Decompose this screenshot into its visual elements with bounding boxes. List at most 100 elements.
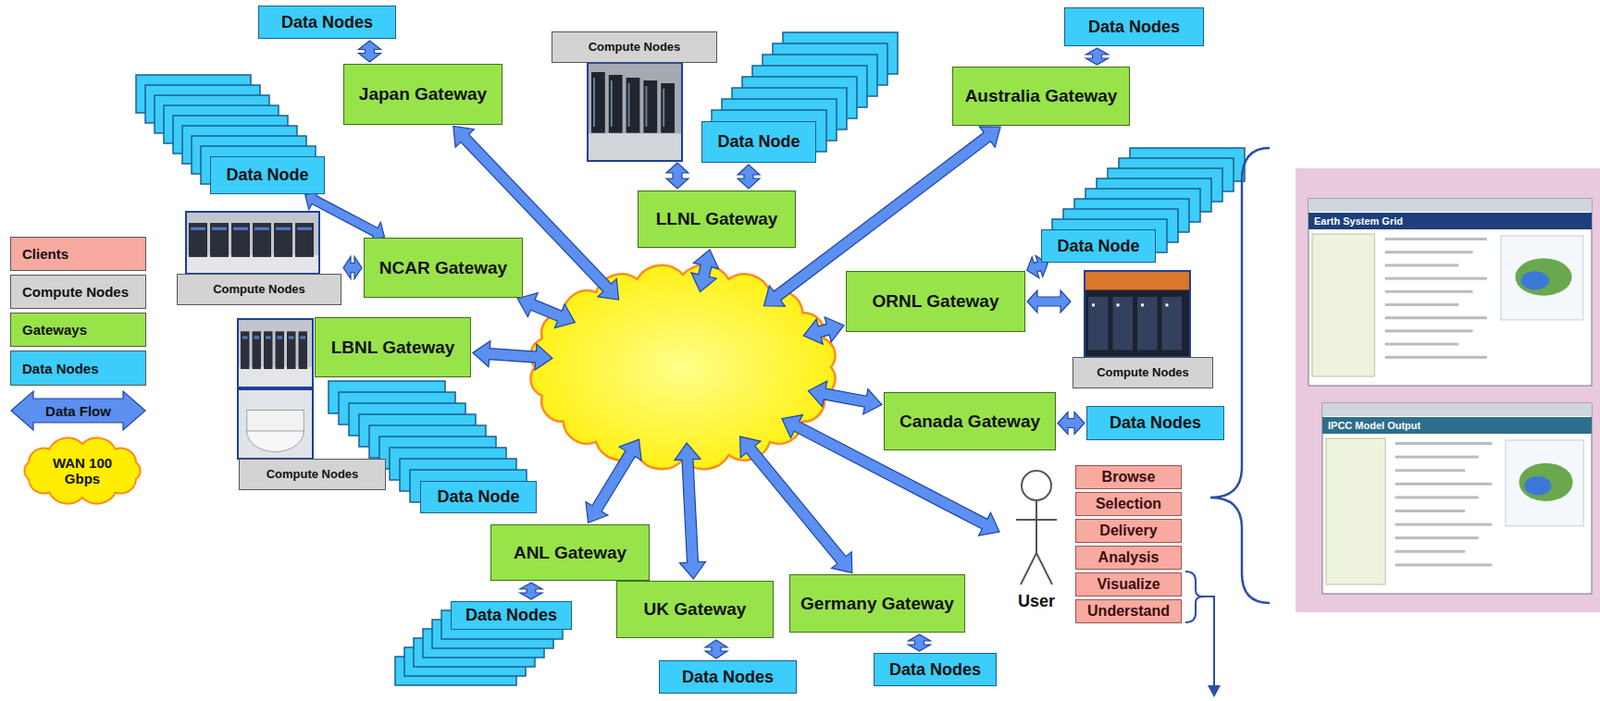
legend-entry: Data Flow <box>10 390 147 432</box>
node-label: LLNL Gateway <box>656 209 779 230</box>
node-label: Canada Gateway <box>899 411 1041 433</box>
data-flow-arrow <box>908 634 931 652</box>
leader-line <box>1203 596 1215 687</box>
node-label: Data Node <box>717 132 800 152</box>
data-flow-arrow <box>737 164 760 189</box>
computer-room-photo <box>1084 271 1191 358</box>
compute-node-box: Compute Nodes <box>238 458 386 491</box>
compute-node-box: Compute Nodes <box>551 31 718 162</box>
data-flow-arrow <box>666 162 689 189</box>
wan-link-arrow <box>803 317 844 345</box>
wan-cloud-group <box>530 265 835 470</box>
legend-entry: WAN 100 Gbps <box>16 436 149 506</box>
node-label: Analysis <box>1098 549 1160 567</box>
legend-label: Data Flow <box>45 403 112 420</box>
gateway-box: NCAR Gateway <box>363 237 523 298</box>
node-label: UK Gateway <box>644 599 747 621</box>
user-label: User <box>1004 592 1069 612</box>
computer-room-photo <box>237 319 313 388</box>
arrow-head <box>1207 685 1221 698</box>
legend-arrow-sample <box>11 391 146 431</box>
node-label: Data Nodes <box>889 660 981 681</box>
node-label: Compute Nodes <box>176 273 342 306</box>
node-label: Data Nodes <box>465 606 558 626</box>
data-node-box: Data Nodes <box>1086 406 1225 441</box>
gateway-box: UK Gateway <box>616 581 774 639</box>
wan-link-arrow <box>517 293 575 329</box>
data-flow-arrow <box>1027 290 1071 313</box>
wan-link-arrow <box>691 249 720 293</box>
wan-link-arrow <box>472 341 553 371</box>
data-node-box: Data Node <box>1041 229 1156 263</box>
wan-cloud <box>530 265 835 470</box>
legend-label: WAN 100 Gbps <box>48 455 117 488</box>
legend-swatch: Gateways <box>10 312 147 348</box>
gateway-box: LBNL Gateway <box>314 317 472 378</box>
legend-label: Clients <box>22 246 69 262</box>
node-label: Selection <box>1095 496 1162 513</box>
data-flow-arrow <box>520 582 543 600</box>
data-flow-arrow <box>343 257 362 280</box>
client-box: Browse <box>1075 465 1182 490</box>
computer-room-photo <box>587 62 683 162</box>
node-label: Japan Gateway <box>359 84 487 105</box>
gateway-box: ANL Gateway <box>490 524 650 582</box>
node-label: Data Nodes <box>281 12 373 33</box>
node-label: Data Node <box>436 487 520 508</box>
legend-swatch: Data Nodes <box>10 350 147 386</box>
legend-label: Compute Nodes <box>22 284 129 300</box>
node-label: Data Nodes <box>1109 413 1202 434</box>
computer-room-photo <box>237 389 313 459</box>
legend-swatch: Clients <box>10 236 147 272</box>
node-label: Compute Nodes <box>551 31 718 63</box>
compute-node-box: Compute Nodes <box>1072 271 1214 389</box>
wan-link-arrow <box>674 443 706 580</box>
wan-link-arrow <box>585 439 642 523</box>
legend-label: Gateways <box>22 322 87 338</box>
data-flow-arrow <box>705 640 728 659</box>
node-label: Germany Gateway <box>800 594 955 615</box>
legend-cloud-sample <box>24 437 140 504</box>
node-label: LBNL Gateway <box>331 337 456 359</box>
client-box: Delivery <box>1075 519 1182 544</box>
wan-link-arrow <box>740 436 853 573</box>
node-label: Australia Gateway <box>965 86 1118 107</box>
gateway-box: Germany Gateway <box>789 574 966 633</box>
gateway-box: LLNL Gateway <box>637 190 796 249</box>
data-node-box: Data Nodes <box>1064 7 1204 47</box>
data-node-box: Data Nodes <box>258 5 397 39</box>
node-label: Delivery <box>1099 522 1157 540</box>
client-box: Visualize <box>1075 572 1182 597</box>
legend-shapes <box>11 391 146 505</box>
data-node-box: Data Node <box>420 481 537 514</box>
client-box: Understand <box>1075 599 1182 624</box>
gateway-box: Japan Gateway <box>343 63 503 125</box>
node-label: Browse <box>1102 469 1156 486</box>
node-label: Understand <box>1087 603 1170 621</box>
computer-room-photo <box>186 211 320 274</box>
gateway-box: Canada Gateway <box>883 392 1056 451</box>
node-label: Compute Nodes <box>238 458 386 491</box>
client-box: Selection <box>1075 492 1182 517</box>
node-label: Visualize <box>1096 576 1160 594</box>
node-label: Data Nodes <box>682 668 774 688</box>
data-node-box: Data Node <box>210 156 325 195</box>
data-node-box: Data Nodes <box>873 653 997 687</box>
node-label: Data Nodes <box>1088 17 1180 38</box>
screenshot-title: IPCC Model Output <box>1327 420 1514 432</box>
screenshot-panel <box>1295 168 1600 613</box>
client-box: Analysis <box>1075 545 1182 571</box>
node-label: NCAR Gateway <box>379 258 508 279</box>
node-label: Data Node <box>1056 236 1140 257</box>
client-panel <box>1295 168 1600 613</box>
node-label: ANL Gateway <box>513 543 627 564</box>
data-flow-arrow <box>1057 412 1085 435</box>
data-node-box: Data Nodes <box>450 601 572 631</box>
gateway-box: Australia Gateway <box>952 66 1130 126</box>
legend-label: Data Nodes <box>22 360 100 377</box>
web-portal-screenshot <box>1322 403 1592 595</box>
stack-group <box>136 32 1245 686</box>
node-label: Data Node <box>225 165 309 186</box>
data-flow-arrow <box>359 40 382 63</box>
